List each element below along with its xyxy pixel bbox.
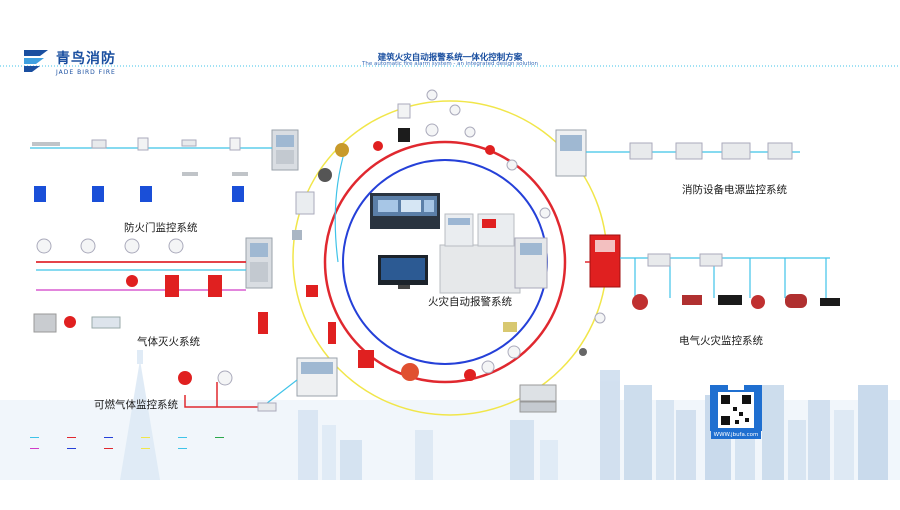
- door-icon: [140, 186, 152, 202]
- legend-line-icon: [30, 437, 39, 439]
- fire-door-devices: [32, 137, 248, 202]
- legend-item: [30, 437, 41, 439]
- label-combustible-gas: 可燃气体监控系统: [94, 399, 178, 411]
- legend-item: [141, 448, 152, 450]
- legend-line-icon: [178, 448, 187, 450]
- legend-line-icon: [141, 437, 150, 439]
- legend-item: [67, 437, 78, 439]
- qr-url: WWW.jbufa.com: [711, 431, 761, 439]
- brand-name-cn: 青鸟消防: [56, 51, 116, 67]
- pump-icon: [328, 322, 336, 344]
- valve-icon: [318, 168, 332, 182]
- legend-item: [215, 437, 226, 439]
- legend-line-icon: [67, 448, 76, 450]
- manual-call-point-icon: [165, 275, 179, 297]
- pump-icon: [358, 350, 374, 368]
- label-power-monitor: 消防设备电源监控系统: [682, 184, 787, 196]
- alarm-bell-icon: [126, 275, 138, 287]
- valve-icon: [335, 143, 349, 157]
- qr-code-icon: [710, 384, 762, 431]
- legend-item: [104, 448, 115, 450]
- header-subtitle: The automatic fire alarm system - an int…: [361, 61, 539, 67]
- legend-item: [141, 437, 152, 439]
- current-transformer-icon: [632, 294, 648, 310]
- door-icon: [34, 186, 46, 202]
- legend-line-icon: [104, 448, 113, 450]
- control-desk-icon: [439, 244, 521, 294]
- legend-item: [178, 437, 189, 439]
- gas-monitor-line: [184, 382, 262, 408]
- smoke-detector-icon: [36, 238, 52, 254]
- electrical-fire-bus: [620, 257, 830, 298]
- label-electrical-fire: 电气火灾监控系统: [679, 335, 763, 347]
- door-icon: [232, 186, 244, 202]
- legend-line-icon: [104, 437, 113, 439]
- gas-detector-icon: [217, 370, 233, 386]
- brand-text: 青鸟消防 JADE BIRD FIRE: [56, 48, 116, 76]
- legend-line-icon: [67, 437, 76, 439]
- vent-icon: [33, 313, 57, 333]
- legend-line-icon: [215, 437, 224, 439]
- electrical-fire-controller: [589, 234, 621, 288]
- door-icon: [92, 186, 104, 202]
- ring-cyan-arc: [334, 149, 346, 263]
- legend-line-icon: [178, 437, 187, 439]
- legend-line-icon: [30, 448, 39, 450]
- legend-item: [178, 448, 189, 450]
- combustible-gas-panel: [296, 357, 338, 397]
- electrical-fire-devices: [632, 253, 840, 310]
- central-control-room: [370, 193, 521, 294]
- manual-call-point-icon: [208, 275, 222, 297]
- gas-detector-icon: [178, 371, 192, 385]
- strobe-icon: [64, 316, 76, 328]
- brand-logo-icon: [24, 50, 48, 72]
- brand-name-en: JADE BIRD FIRE: [56, 69, 116, 76]
- power-monitor-devices: [629, 142, 793, 160]
- fire-door-panel: [271, 129, 299, 171]
- legend-line-icon: [141, 448, 150, 450]
- ring-red: [323, 140, 567, 384]
- smoke-detector-icon: [80, 238, 96, 254]
- legend-item: [30, 448, 41, 450]
- smoke-detector-icon: [168, 238, 184, 254]
- gas-devices: [33, 238, 268, 334]
- power-supply-icon: [519, 384, 557, 402]
- label-central-alarm: 火灾自动报警系统: [428, 296, 512, 308]
- fan-icon: [401, 363, 419, 381]
- label-gas-extinguish: 气体灭火系统: [137, 336, 200, 348]
- ring-devices: [292, 89, 606, 413]
- power-monitor-controller: [555, 129, 587, 177]
- header-title: 建筑火灾自动报警系统一体化控制方案: [377, 53, 523, 63]
- legend-item: [67, 448, 78, 450]
- brand: 青鸟消防 JADE BIRD FIRE: [22, 48, 116, 76]
- extinguisher-icon: [258, 312, 268, 334]
- gas-extinguish-panel: [245, 237, 273, 289]
- smoke-detector-icon: [124, 238, 140, 254]
- legend-item: [104, 437, 115, 439]
- label-fire-door: 防火门监控系统: [124, 222, 198, 234]
